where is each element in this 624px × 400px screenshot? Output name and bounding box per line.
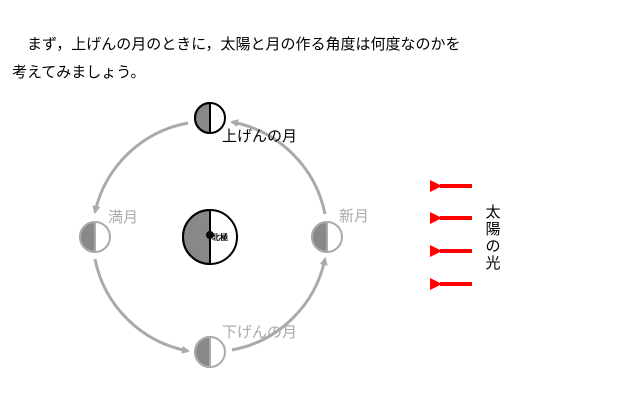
sunlight-char: 太 bbox=[485, 203, 501, 221]
moon-last-quarter bbox=[194, 335, 226, 369]
sunlight-char: の bbox=[485, 237, 501, 255]
orbit-arrow-right-to-top bbox=[230, 119, 327, 215]
intro-line-1: まず，上げんの月のときに，太陽と月の作る角度は何度なのかを bbox=[12, 35, 461, 53]
label-first-quarter: 上げんの月 bbox=[222, 127, 298, 145]
sunlight-label: 太 陽 の 光 bbox=[484, 204, 502, 272]
orbit-arrow-top-to-left bbox=[92, 121, 189, 214]
orbit-arrow-left-to-bottom bbox=[93, 258, 190, 354]
orbit-arrow-bottom-to-right bbox=[231, 257, 328, 352]
label-full-moon: 満月 bbox=[108, 208, 139, 226]
moon-new bbox=[311, 220, 343, 254]
sunlight-char: 光 bbox=[485, 254, 501, 272]
label-new-moon: 新月 bbox=[339, 207, 370, 225]
moon-first-quarter bbox=[194, 101, 226, 135]
earth bbox=[182, 208, 238, 266]
sunlight-char: 陽 bbox=[485, 220, 501, 238]
earth-north-pole-label: 北極 bbox=[212, 233, 228, 242]
intro-text: まず，上げんの月のときに，太陽と月の作る角度は何度なのかを 考えてみましょう。 bbox=[12, 30, 532, 86]
intro-line-2: 考えてみましょう。 bbox=[12, 63, 146, 81]
label-last-quarter: 下げんの月 bbox=[222, 323, 298, 341]
moon-full bbox=[79, 220, 111, 254]
